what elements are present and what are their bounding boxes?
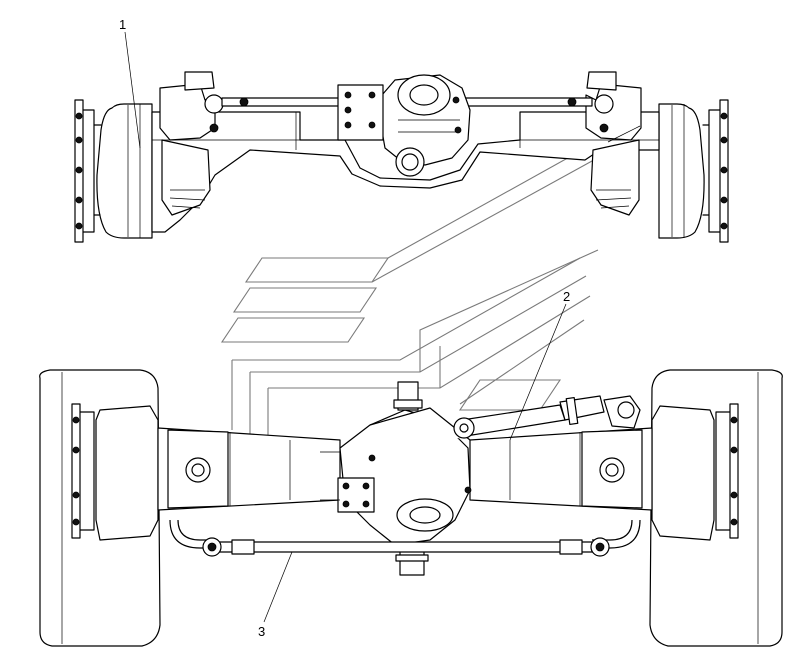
callout-label-3: 3	[258, 624, 266, 639]
leader-1	[124, 31, 141, 149]
callout-label-1: 1	[119, 17, 127, 32]
top-right-wheel-drum	[658, 103, 705, 239]
leader-3	[263, 551, 293, 623]
bottom-tie-rod	[217, 541, 593, 553]
callout-leaders	[124, 31, 567, 623]
watermark-logo	[220, 139, 613, 450]
top-left-wheel-drum	[96, 103, 153, 239]
callout-label-2: 2	[563, 289, 571, 304]
leader-2	[509, 303, 567, 441]
top-axle-assembly	[74, 71, 729, 243]
bottom-axle-assembly	[39, 369, 783, 647]
